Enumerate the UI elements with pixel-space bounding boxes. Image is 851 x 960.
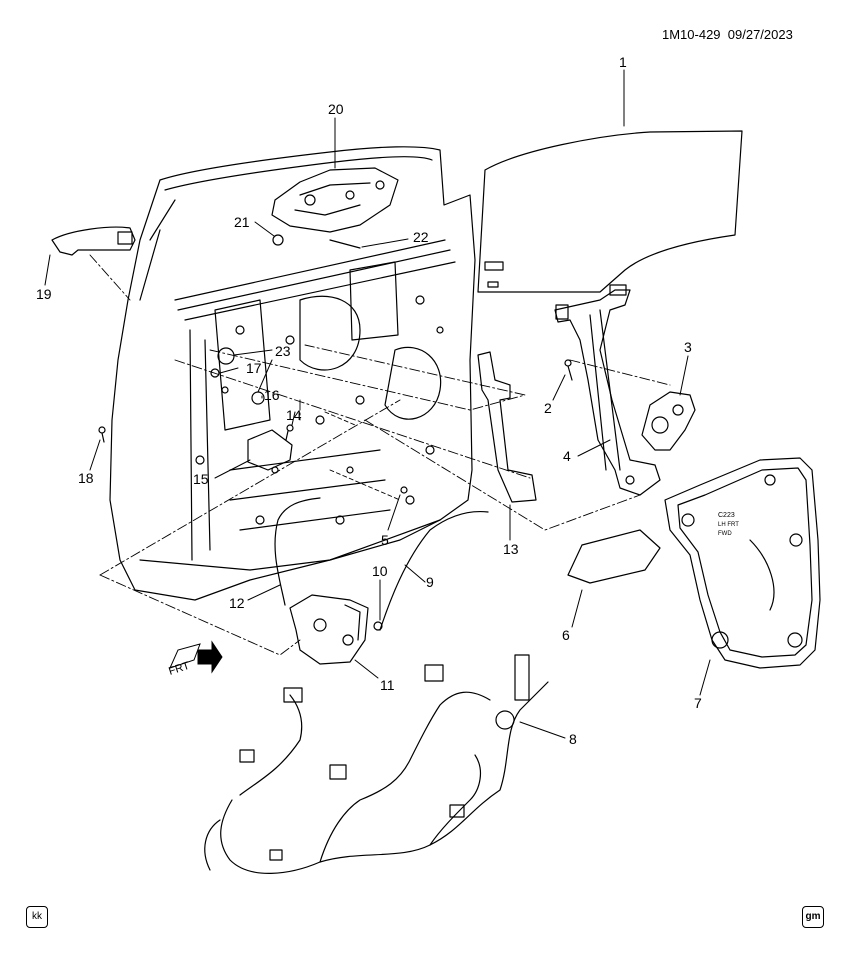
seal-23 bbox=[217, 347, 235, 365]
callout-17: 17 bbox=[246, 360, 262, 376]
callout-4: 4 bbox=[563, 448, 571, 464]
door-latch bbox=[289, 594, 369, 665]
callout-21: 21 bbox=[234, 214, 250, 230]
diagram-reference-date: 1M10-429 09/27/2023 bbox=[662, 27, 793, 42]
bolt-22 bbox=[329, 239, 361, 249]
outside-handle bbox=[51, 226, 136, 256]
nut-17 bbox=[210, 368, 220, 378]
window-regulator bbox=[554, 284, 661, 496]
frt-label: FRT bbox=[167, 660, 191, 678]
kk-badge: kk bbox=[26, 906, 48, 928]
callout-6: 6 bbox=[562, 627, 570, 643]
callout-13: 13 bbox=[503, 541, 519, 557]
inside-handle bbox=[271, 167, 399, 233]
callout-7: 7 bbox=[694, 695, 702, 711]
callout-3: 3 bbox=[684, 339, 692, 355]
callout-8: 8 bbox=[569, 731, 577, 747]
deflector-label-3: FWD bbox=[718, 531, 732, 537]
deflector-label-1: C223 bbox=[718, 512, 735, 519]
callout-10: 10 bbox=[372, 563, 388, 579]
fastener-10 bbox=[373, 621, 383, 631]
release-cable bbox=[274, 497, 321, 606]
wiring-harness bbox=[204, 654, 549, 874]
gm-logo-badge: gm bbox=[802, 906, 824, 928]
front-direction-arrow: FRT bbox=[167, 640, 223, 678]
water-deflector bbox=[664, 457, 821, 669]
control-module bbox=[247, 429, 293, 471]
nut-21 bbox=[272, 234, 284, 246]
sealing-pad bbox=[567, 529, 661, 584]
callout-14: 14 bbox=[286, 407, 302, 423]
callout-9: 9 bbox=[426, 574, 434, 590]
fastener-5 bbox=[400, 486, 408, 494]
callout-16: 16 bbox=[264, 387, 280, 403]
window-glass bbox=[477, 130, 743, 293]
callout-18: 18 bbox=[78, 470, 94, 486]
callout-22: 22 bbox=[413, 229, 429, 245]
callout-12: 12 bbox=[229, 595, 245, 611]
glass-run-channel bbox=[477, 351, 537, 503]
callout-5: 5 bbox=[381, 532, 389, 548]
fastener-2 bbox=[564, 359, 572, 367]
fastener-14 bbox=[286, 424, 294, 432]
callout-23: 23 bbox=[275, 343, 291, 359]
callout-2: 2 bbox=[544, 400, 552, 416]
door-inner-panel bbox=[109, 146, 476, 601]
callout-19: 19 bbox=[36, 286, 52, 302]
callout-1: 1 bbox=[619, 54, 627, 70]
fastener-18 bbox=[98, 426, 106, 434]
regulator-motor bbox=[641, 391, 696, 451]
callout-11: 11 bbox=[380, 677, 395, 693]
callout-20: 20 bbox=[328, 101, 344, 117]
deflector-label-2: LH FRT bbox=[718, 522, 739, 528]
lock-cable bbox=[379, 510, 489, 631]
callout-15: 15 bbox=[193, 471, 209, 487]
